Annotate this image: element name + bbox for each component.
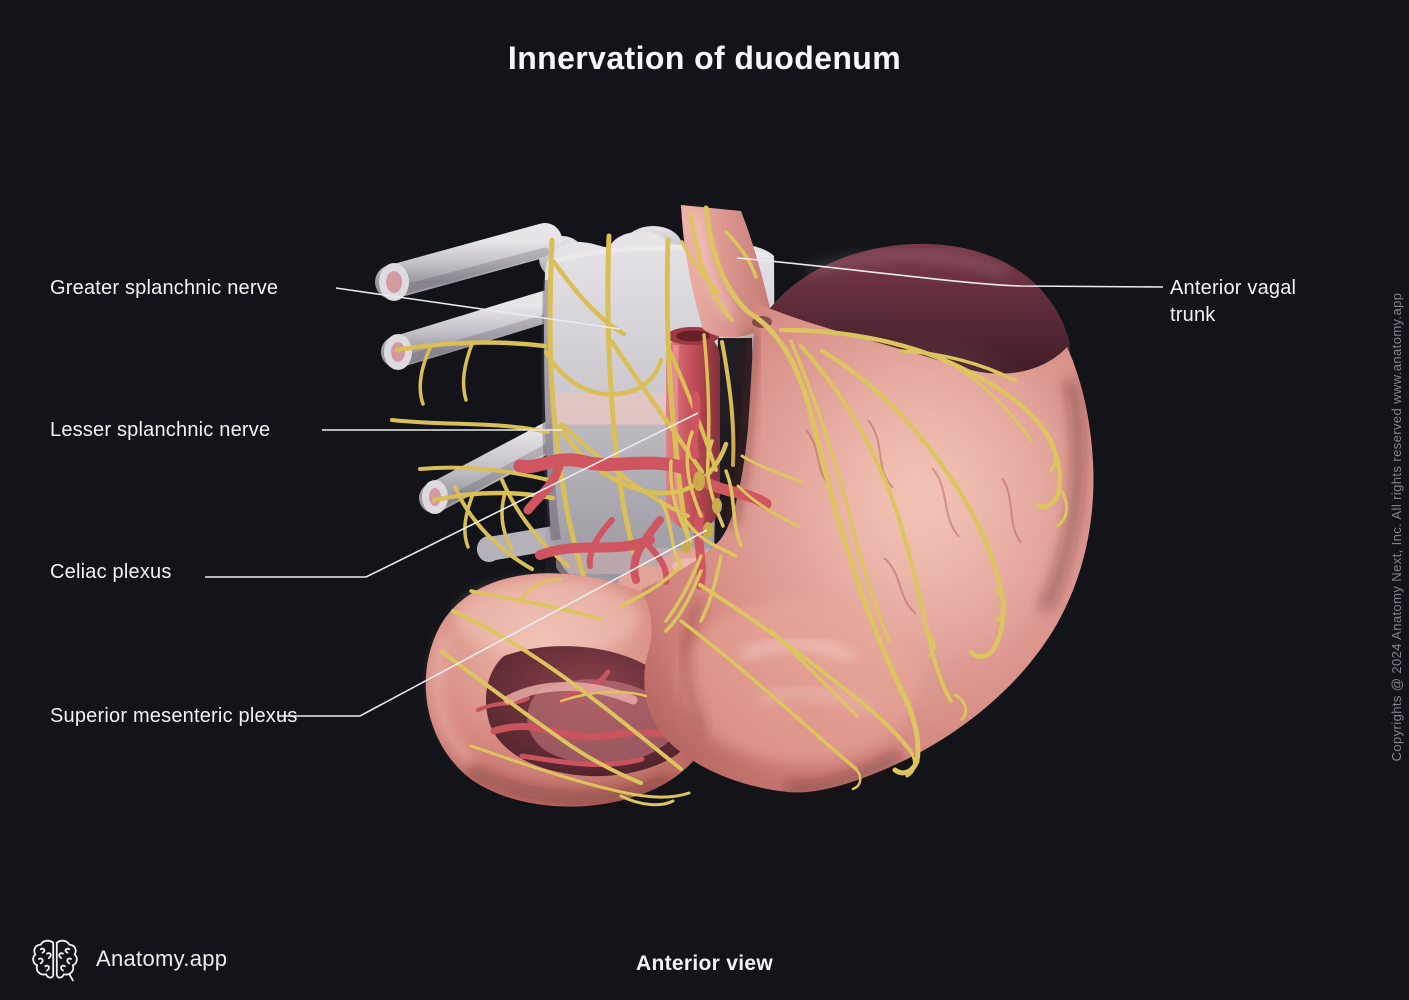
superficial-nerves-group [439, 205, 1069, 807]
stomach-veins [805, 419, 1022, 615]
label-lesser-splanchnic-nerve: Lesser splanchnic nerve [50, 419, 271, 441]
page-title: Innervation of duodenum [507, 40, 902, 76]
copyright-text: Copyrights @ 2024 Anatomy Next, Inc. All… [1389, 292, 1404, 762]
brand-block: Anatomy.app [30, 934, 227, 984]
label-superior-mesenteric-plexus: Superior mesenteric plexus [50, 705, 298, 727]
leader-lines-group [205, 257, 1164, 717]
view-label: Anterior view [636, 952, 773, 975]
label-anterior-vagal-trunk: Anterior vagal trunk [1170, 277, 1297, 326]
brand-name: Anatomy.app [96, 946, 228, 971]
brain-icon [32, 939, 78, 982]
leader-greater-splanchnic-nerve [335, 287, 621, 330]
leader-anterior-vagal-trunk [736, 257, 1164, 288]
leader-superior-mesenteric-plexus [278, 529, 708, 717]
label-greater-splanchnic-nerve: Greater splanchnic nerve [50, 277, 279, 299]
leader-celiac-plexus [205, 412, 699, 578]
celiac-arteries-group [513, 391, 772, 590]
stomach-group [641, 205, 1094, 795]
label-celiac-plexus: Celiac plexus [50, 561, 172, 583]
